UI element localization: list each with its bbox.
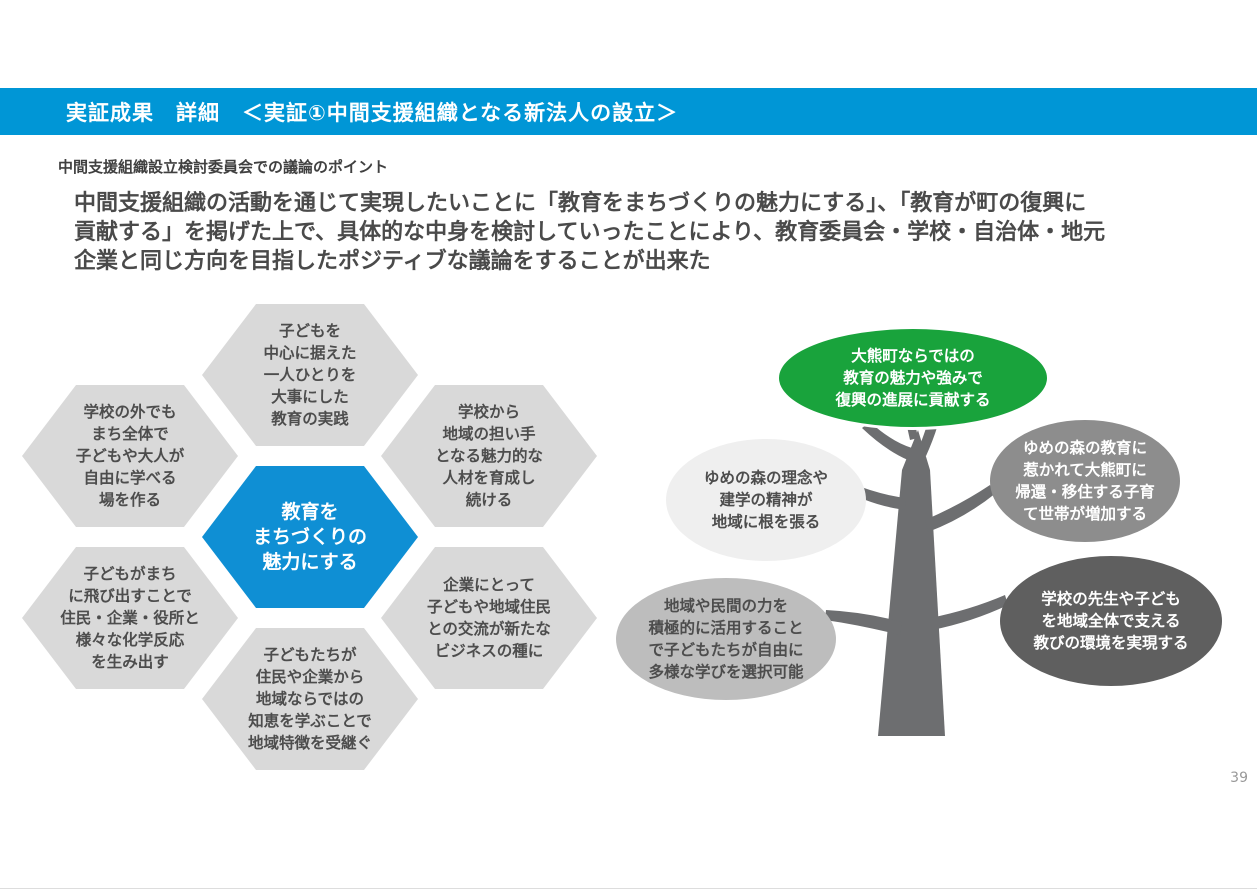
hex-top-label: 子どもを 中心に据えた 一人ひとりを 大事にした 教育の実践 xyxy=(263,322,357,428)
hex-center: 教育を まちづくりの 魅力にする xyxy=(202,466,418,608)
summary-line: 貢献する」を掲げた上で、具体的な中身を検討していったことにより、教育委員会・学校… xyxy=(74,220,1106,245)
hex-lower-right: 企業にとって 子どもや地域住民 との交流が新たな ビジネスの種に xyxy=(381,547,597,689)
branch-crown-left xyxy=(862,422,912,460)
branch-right-upper xyxy=(925,485,996,532)
tree-crown-label: 大熊町ならではの 教育の魅力や強みで 復興の進展に貢献する xyxy=(835,347,991,409)
tree-crown-oval: 大熊町ならではの 教育の魅力や強みで 復興の進展に貢献する xyxy=(776,326,1050,430)
tree-left-lower-label: 地域や民間の力を 積極的に活用すること で子どもたちが自由に 多様な学びを選択可… xyxy=(648,597,804,681)
hex-bottom: 子どもたちが 住民や企業から 地域ならではの 知恵を学ぶことで 地域特徴を受継ぐ xyxy=(202,628,418,770)
tree-trunk xyxy=(878,430,945,736)
tree-left-lower-oval: 地域や民間の力を 積極的に活用すること で子どもたちが自由に 多様な学びを選択可… xyxy=(616,578,836,700)
branch-right-lower xyxy=(930,595,1008,630)
tree-left-upper-oval: ゆめの森の理念や 建学の精神が 地域に根を張る xyxy=(666,439,866,561)
summary-text: 中間支援組織の活動を通じて実現したいことに「教育をまちづくりの魅力にする」、「教… xyxy=(74,189,1204,276)
hex-upper-left-label: 学校の外でも まち全体で 子どもや大人が 自由に学べる 場を作る xyxy=(75,403,185,509)
summary-line: 企業と同じ方向を目指したポジティブな議論をすることが出来た xyxy=(74,249,711,274)
hex-center-label: 教育を まちづくりの 魅力にする xyxy=(252,500,367,573)
tree-left-upper-label: ゆめの森の理念や 建学の精神が 地域に根を張る xyxy=(703,469,828,531)
tree-right-lower-oval: 学校の先生や子ども を地域全体で支える 教びの環境を実現する xyxy=(1000,556,1222,686)
summary-line: 中間支援組織の活動を通じて実現したいことに「教育をまちづくりの魅力にする」、「教… xyxy=(74,191,1087,216)
bottom-divider xyxy=(0,888,1257,889)
page-title: 実証成果 詳細 ＜実証①中間支援組織となる新法人の設立＞ xyxy=(66,101,679,125)
branch-left-lower xyxy=(825,610,902,635)
tree-illustration xyxy=(825,393,1008,736)
hex-lower-left-label: 子どもがまち に飛び出すことで 住民・企業・役所と 様々な化学反応 を生み出す xyxy=(60,565,200,671)
section-subheading: 中間支援組織設立検討委員会での議論のポイント xyxy=(58,158,389,176)
tree-right-lower-label: 学校の先生や子ども を地域全体で支える 教びの環境を実現する xyxy=(1033,590,1189,652)
hex-upper-right: 学校から 地域の担い手 となる魅力的な 人材を育成し 続ける xyxy=(381,385,597,527)
tree-right-upper-label: ゆめの森の教育に 惹かれて大熊町に 帰還・移住する子育 て世帯が増加する xyxy=(1015,439,1155,523)
hex-upper-right-label: 学校から 地域の担い手 となる魅力的な 人材を育成し 続ける xyxy=(434,403,544,509)
hex-lower-left: 子どもがまち に飛び出すことで 住民・企業・役所と 様々な化学反応 を生み出す xyxy=(22,547,238,689)
hex-lower-right-label: 企業にとって 子どもや地域住民 との交流が新たな ビジネスの種に xyxy=(426,576,551,660)
tree-right-upper-oval: ゆめの森の教育に 惹かれて大熊町に 帰還・移住する子育 て世帯が増加する xyxy=(990,420,1180,542)
hex-bottom-label: 子どもたちが 住民や企業から 地域ならではの 知恵を学ぶことで 地域特徴を受継ぐ xyxy=(247,646,372,752)
hex-upper-left: 学校の外でも まち全体で 子どもや大人が 自由に学べる 場を作る xyxy=(22,385,238,527)
page-number: 39 xyxy=(1230,770,1248,786)
hex-top: 子どもを 中心に据えた 一人ひとりを 大事にした 教育の実践 xyxy=(202,304,418,446)
header-banner: 実証成果 詳細 ＜実証①中間支援組織となる新法人の設立＞ xyxy=(0,88,1257,135)
tree-trunk-and-branches xyxy=(825,393,1008,736)
